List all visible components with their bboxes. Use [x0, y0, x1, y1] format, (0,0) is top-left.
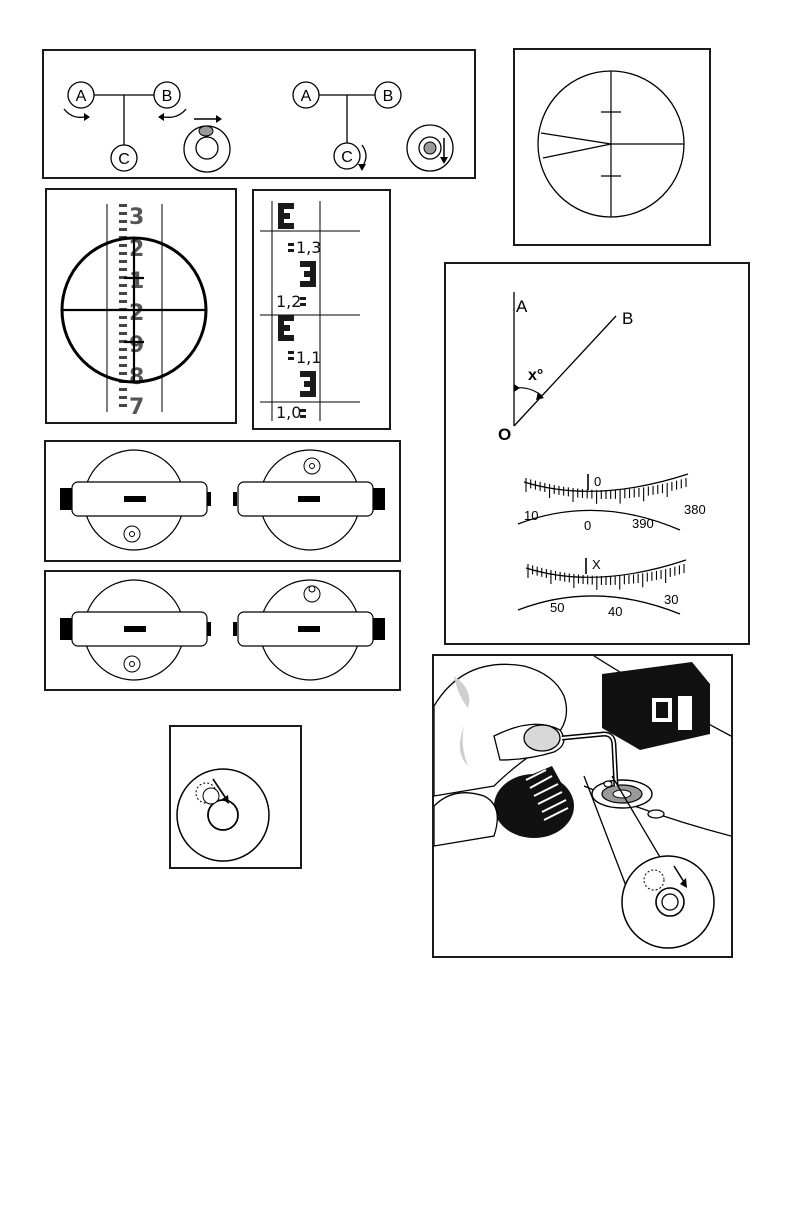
panel-rod-crosshair: 3 2 1 2 9 8 7 — [45, 188, 237, 424]
scale-2-label: 50 — [550, 600, 564, 615]
rod-scale-label: 1,0 — [276, 403, 301, 422]
rod-number: 1 — [129, 269, 144, 294]
rod-crosshair-diagram: 3 2 1 2 9 8 7 — [47, 190, 235, 422]
rotate-arrow-a — [64, 109, 84, 117]
scale-1: 0 10 0 390 380 — [518, 474, 706, 533]
label-a-right: A — [301, 88, 312, 105]
rod-number: 2 — [129, 237, 144, 262]
rotate-arrow-c — [362, 145, 366, 167]
hand-adjustment-illustration — [434, 656, 731, 956]
rod-number: 3 — [129, 205, 144, 230]
point-o-label: O — [498, 425, 511, 444]
label-b-right: B — [383, 88, 394, 105]
scale-1-label: 380 — [684, 502, 706, 517]
panel-bubble-adjust — [169, 725, 302, 869]
rotate-arrow-b — [164, 109, 186, 117]
rod-number: 2 — [129, 301, 144, 326]
bubble-icon — [424, 142, 436, 154]
vials-row-1-diagram — [46, 442, 399, 560]
point-b-label: B — [622, 309, 633, 328]
label-c-right: C — [341, 149, 353, 166]
label-b-left: B — [162, 88, 173, 105]
rod-number: 8 — [129, 365, 144, 390]
panel-angle-scales: A B O x° 0 10 0 390 380 X 50 40 30 — [444, 262, 750, 645]
scale-1-label: 0 — [584, 518, 591, 533]
label-a-left: A — [76, 88, 87, 105]
angle-scale-diagram: A B O x° 0 10 0 390 380 X 50 40 30 — [446, 264, 748, 643]
rod-number: 7 — [129, 395, 144, 420]
magnified-vial — [622, 856, 714, 948]
scale-1-label: 390 — [632, 516, 654, 531]
panel-hand-adjustment — [432, 654, 733, 958]
scale-1-label: 10 — [524, 508, 538, 523]
panel-reticle-view — [513, 48, 711, 246]
scale-2-top-label: X — [592, 557, 601, 572]
panel-rod-scale: 1,3 1,2 1,1 1,0 — [252, 189, 391, 430]
sight-block — [602, 662, 710, 750]
arrow-right-icon — [216, 115, 222, 123]
panel-vials-row-1 — [44, 440, 401, 562]
scale-1-top-label: 0 — [594, 474, 601, 489]
rod-scale-diagram: 1,3 1,2 1,1 1,0 — [254, 191, 389, 428]
vials-row-2-diagram — [46, 572, 399, 689]
panel-leveling-screws: A B C A B C — [42, 49, 476, 179]
point-a-label: A — [516, 297, 528, 316]
rod-number: 9 — [129, 333, 144, 358]
scale-2-label: 40 — [608, 604, 622, 619]
rod-scale-label: 1,2 — [276, 292, 301, 311]
circular-vial-right — [407, 125, 453, 171]
label-c-left: C — [118, 151, 130, 168]
leveling-screws-diagram: A B C A B C — [44, 51, 474, 177]
scale-2: X 50 40 30 — [518, 557, 686, 619]
rod-scale-label: 1,3 — [296, 238, 321, 257]
bubble-adjust-diagram — [171, 727, 300, 867]
scale-2-label: 30 — [664, 592, 678, 607]
angle-x-label: x° — [528, 367, 543, 384]
reticle-diagram — [515, 50, 709, 244]
focus-knob — [494, 766, 574, 838]
bubble-icon — [199, 126, 213, 136]
panel-vials-row-2 — [44, 570, 401, 691]
circular-vial-left — [184, 115, 230, 172]
rod-scale-label: 1,1 — [296, 348, 321, 367]
